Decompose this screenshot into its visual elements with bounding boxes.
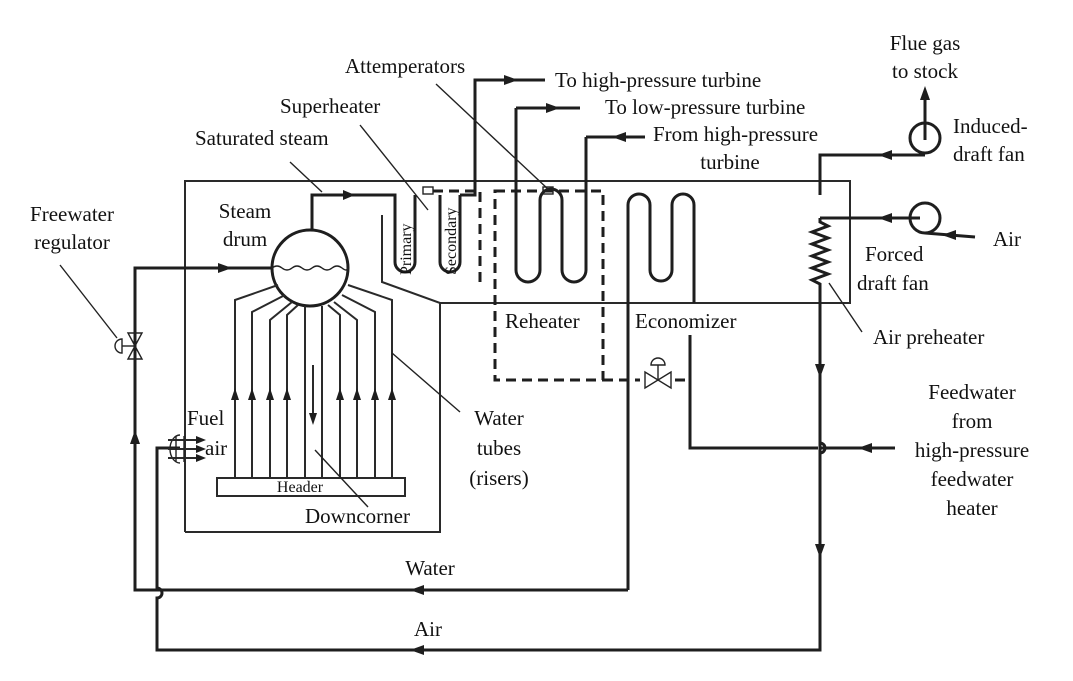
air-inlet-arrow	[942, 230, 956, 240]
flue-gas-label: Flue gas	[890, 31, 961, 55]
air-preheater-coil	[807, 218, 833, 303]
freewater-regulator-valve-icon[interactable]	[114, 332, 144, 360]
reheater-tubes	[514, 108, 588, 284]
burner-air-label: air	[205, 436, 227, 460]
economizer-valve-icon[interactable]	[644, 357, 672, 390]
saturated-steam-label: Saturated steam	[195, 126, 329, 150]
attemperator-1	[422, 186, 434, 195]
from-hp-turbine-label: From high-pressure	[653, 122, 818, 146]
from-hp-turbine-arrow	[612, 132, 626, 142]
water-up-arrow	[130, 430, 140, 444]
header-label: Header	[277, 479, 324, 496]
air-down-arrow-1	[815, 364, 825, 378]
air-preheater-label: Air preheater	[873, 325, 984, 349]
hp-turbine-arrow	[504, 75, 518, 85]
feedwater-label-5: heater	[946, 496, 997, 520]
induced-draft-fan-label-2: draft fan	[953, 142, 1025, 166]
air-down-arrow-2	[815, 544, 825, 558]
steam-drum-label-2: drum	[223, 227, 267, 251]
superheater-secondary	[438, 195, 462, 274]
air-return-label: Air	[414, 617, 442, 641]
induced-draft-fan-label: Induced-	[953, 114, 1028, 138]
primary-label: Primary	[398, 223, 415, 275]
steam-drum	[270, 228, 350, 308]
downcorner-arrow	[309, 413, 317, 425]
downcorner-label: Downcorner	[305, 504, 410, 528]
water-return-label: Water	[405, 556, 455, 580]
induced-draft-arrow	[878, 150, 892, 160]
economizer-label: Economizer	[635, 309, 736, 333]
burner-icon	[168, 434, 206, 464]
attemperator-2	[542, 186, 554, 195]
economizer-tubes	[626, 192, 696, 590]
superheater-primary	[393, 195, 417, 274]
steam-drum-label: Steam	[219, 199, 272, 223]
water-tubes	[231, 284, 396, 478]
to-lp-turbine-label: To low-pressure turbine	[605, 95, 805, 119]
feedwater-label: Feedwater	[928, 380, 1015, 404]
secondary-label: Secondary	[443, 207, 460, 275]
forced-draft-arrow	[878, 213, 892, 223]
superheater-label: Superheater	[280, 94, 380, 118]
water-return-arrow	[410, 585, 424, 595]
reheater-label: Reheater	[505, 309, 580, 333]
furnace-wall	[185, 303, 441, 533]
induced-draft-duct	[818, 153, 925, 195]
saturated-steam-arrow	[343, 190, 355, 200]
forced-draft-fan-label-2: draft fan	[857, 271, 929, 295]
freewater-regulator-label: Freewater	[30, 202, 114, 226]
drum-water-level	[271, 265, 349, 271]
lp-turbine-arrow	[546, 103, 560, 113]
feedwater-arrow	[858, 443, 872, 453]
air-return-arrow	[410, 645, 424, 655]
air-inlet-label: Air	[993, 227, 1021, 251]
feedwater-label-2: from	[952, 409, 993, 433]
economizer-outlet	[688, 335, 818, 450]
water-tubes-label: Water	[474, 406, 524, 430]
water-tubes-label-3: (risers)	[469, 466, 528, 490]
feedwater-label-4: feedwater	[931, 467, 1014, 491]
to-hp-turbine-label: To high-pressure turbine	[555, 68, 761, 92]
drum-inlet-arrow	[218, 263, 232, 273]
freewater-regulator-label-2: regulator	[34, 230, 110, 254]
from-hp-turbine-label-2: turbine	[700, 150, 759, 174]
flue-gas-label-2: to stock	[892, 59, 958, 83]
feedwater-label-3: high-pressure	[915, 438, 1029, 462]
hp-turbine-pipe	[460, 78, 545, 197]
air-return-pipe	[155, 303, 822, 652]
boiler-casing-outer	[184, 180, 851, 532]
fuel-label: Fuel	[187, 406, 225, 430]
leader-lines	[59, 83, 863, 508]
attemperators-label: Attemperators	[345, 54, 465, 78]
forced-draft-fan-label: Forced	[865, 242, 924, 266]
water-return-pipe	[133, 266, 628, 592]
flue-gas-arrow	[920, 86, 930, 100]
water-tubes-label-2: tubes	[477, 436, 521, 460]
header	[216, 477, 406, 497]
